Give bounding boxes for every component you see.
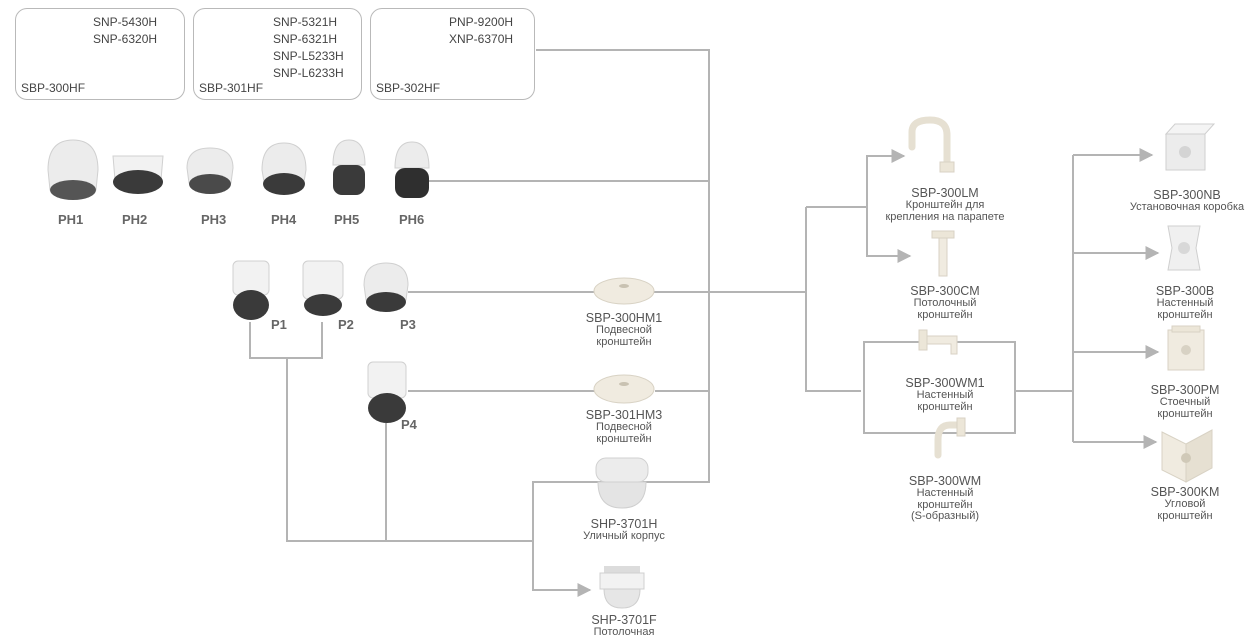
model-label: SNP-5321H (273, 15, 338, 29)
ph2-label: PH2 (122, 212, 148, 227)
model-label: SNP-5430H (93, 15, 158, 29)
p4-camera-icon (367, 361, 407, 423)
sbp-301hm3-icon (593, 374, 655, 404)
mount-desc: Потолочная (593, 626, 655, 638)
mount-desc: Угловой (1164, 498, 1206, 510)
sbp-300pm-label: SBP-300PM Стоечный кронштейн (1130, 383, 1240, 420)
mount-desc: Стоечный (1159, 396, 1211, 408)
model-label: XNP-6370H (449, 32, 514, 46)
sbp-300hm1-icon (593, 277, 655, 305)
mount-name: SBP-300CM (910, 284, 980, 298)
mount-name: SBP-300WM1 (905, 376, 985, 390)
sbp-300lm-label: SBP-300LM Кронштейн для крепления на пар… (870, 186, 1020, 223)
shp-3701f-label: SHP-3701F Потолочная (554, 613, 694, 639)
sbp-300wm1-icon (918, 329, 958, 355)
mount-name: SHP-3701F (591, 613, 657, 627)
sbp-300wm1-label: SBP-300WM1 Настенный кронштейн (880, 376, 1010, 413)
sbp-300km-icon (1161, 429, 1213, 483)
mount-desc: кронштейн (1157, 308, 1213, 321)
pendant-box-2 (193, 8, 362, 100)
mount-name: SBP-300B (1155, 284, 1215, 298)
mount-name: SBP-300LM (911, 186, 979, 200)
shp-3701h-icon (595, 457, 649, 509)
pendant-box-2-name: SBP-301HF (199, 81, 264, 95)
mount-desc: кронштейн (1157, 407, 1213, 420)
ph4-label: PH4 (271, 212, 297, 227)
sbp-300pm-icon (1167, 325, 1205, 371)
ph3-camera-icon (186, 147, 234, 194)
ph6-camera-icon (394, 141, 430, 198)
ph5-camera-icon (332, 139, 366, 195)
mount-desc: кронштейн (917, 400, 973, 413)
mount-desc: Кронштейн для (905, 199, 985, 211)
p2-camera-icon (302, 260, 344, 316)
sbp-301hm3-label: SBP-301HM3 Подвесной кронштейн (564, 408, 684, 445)
mount-desc: кронштейн (917, 308, 973, 321)
mount-name: SBP-300WM (908, 474, 982, 488)
pendant-box-3-name: SBP-302HF (376, 81, 441, 95)
sbp-300nb-icon (1164, 123, 1216, 171)
model-label: SNP-6320H (93, 32, 158, 46)
mount-desc: кронштейн (596, 335, 652, 348)
shp-3701f-icon (599, 566, 645, 609)
mount-desc: Настенный (916, 389, 974, 401)
mount-desc: Настенный (916, 487, 974, 499)
mount-desc: Настенный (1156, 297, 1214, 309)
pendant-box-1-name: SBP-300HF (21, 81, 86, 95)
shp-3701h-label: SHP-3701H Уличный корпус (554, 517, 694, 543)
mount-desc: кронштейн (596, 432, 652, 445)
sbp-300nb-label: SBP-300NB Установочная коробка (1122, 188, 1252, 214)
ph3-label: PH3 (201, 212, 227, 227)
mount-name: SBP-300HM1 (585, 311, 663, 325)
model-label: SNP-L6233H (273, 66, 344, 80)
sbp-300b-label: SBP-300B Настенный кронштейн (1130, 284, 1240, 321)
sbp-300km-label: SBP-300KM Угловой кронштейн (1130, 485, 1240, 522)
pendant-box-1-models: SNP-5430H SNP-6320H (93, 14, 157, 48)
sbp-300hm1-label: SBP-300HM1 Подвесной кронштейн (564, 311, 684, 348)
mount-desc: Потолочный (913, 297, 977, 309)
p3-camera-icon (363, 262, 409, 312)
ph1-label: PH1 (58, 212, 84, 227)
mount-desc: крепления на парапете (885, 210, 1005, 223)
mount-name: SBP-300KM (1150, 485, 1220, 499)
mount-desc: кронштейн (1157, 509, 1213, 522)
sbp-300wm-icon (934, 417, 966, 459)
p1-camera-icon (232, 260, 270, 320)
sbp-300cm-label: SBP-300CM Потолочный кронштейн (880, 284, 1010, 321)
sbp-300b-icon (1167, 225, 1201, 271)
p3-label: P3 (400, 317, 416, 332)
pendant-box-3-models: PNP-9200H XNP-6370H (449, 14, 513, 48)
mount-desc: кронштейн (917, 498, 973, 511)
model-label: SNP-6321H (273, 32, 338, 46)
pendant-box-2-models: SNP-5321H SNP-6321H SNP-L5233H SNP-L6233… (273, 14, 344, 82)
p4-label: P4 (401, 417, 417, 432)
mount-desc: (S-образный) (910, 510, 980, 522)
mount-name: SBP-300PM (1150, 383, 1220, 397)
mount-desc: Уличный корпус (583, 530, 665, 542)
model-label: SNP-L5233H (273, 49, 344, 63)
mount-desc: Подвесной (596, 421, 652, 433)
model-label: PNP-9200H (449, 15, 514, 29)
ph2-camera-icon (112, 155, 164, 194)
p1-label: P1 (271, 317, 287, 332)
ph5-label: PH5 (334, 212, 360, 227)
sbp-300cm-icon (931, 230, 955, 277)
pendant-box-1 (15, 8, 185, 100)
mount-desc: Подвесной (596, 324, 652, 336)
p2-label: P2 (338, 317, 354, 332)
pendant-box-3 (370, 8, 535, 100)
mount-desc: Установочная коробка (1129, 201, 1245, 213)
sbp-300lm-icon (908, 116, 955, 173)
ph1-camera-icon (47, 139, 99, 200)
sbp-300wm-label: SBP-300WM Настенный кронштейн (S-образны… (880, 474, 1010, 523)
mount-name: SBP-301HM3 (585, 408, 663, 422)
ph6-label: PH6 (399, 212, 425, 227)
mount-name: SHP-3701H (590, 517, 658, 531)
ph4-camera-icon (261, 142, 307, 195)
mount-name: SBP-300NB (1153, 188, 1221, 202)
